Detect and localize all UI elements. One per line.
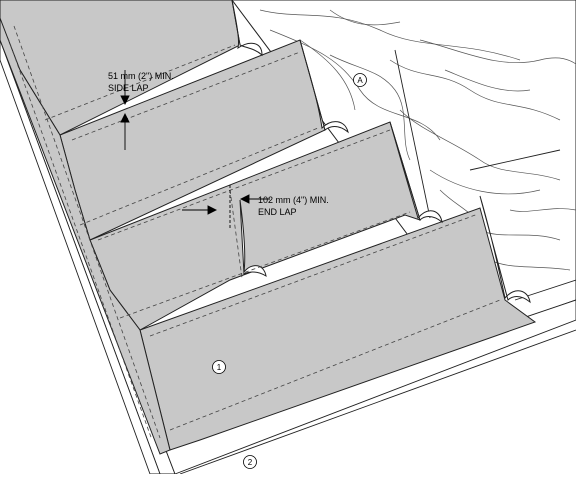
membrane-sheets	[0, 0, 537, 455]
callout-1: 1	[212, 360, 226, 374]
side-lap-line2: SIDE LAP	[108, 83, 149, 93]
end-lap-label: 102 mm (4") MIN. END LAP	[258, 195, 329, 217]
callout-a: A	[353, 73, 367, 87]
side-lap-dimension	[120, 70, 130, 150]
end-lap-line1: 102 mm (4") MIN.	[258, 195, 329, 205]
callout-a-label: A	[357, 76, 363, 85]
side-lap-line1: 51 mm (2") MIN.	[108, 71, 174, 81]
callout-2: 2	[243, 455, 257, 469]
end-lap-line2: END LAP	[258, 207, 297, 217]
callout-2-label: 2	[248, 458, 253, 467]
side-lap-label: 51 mm (2") MIN. SIDE LAP	[108, 71, 174, 93]
callout-1-label: 1	[217, 363, 222, 372]
nail-lines	[7, 25, 501, 441]
end-lap-dimension	[182, 185, 270, 230]
curled-ends	[231, 0, 531, 304]
